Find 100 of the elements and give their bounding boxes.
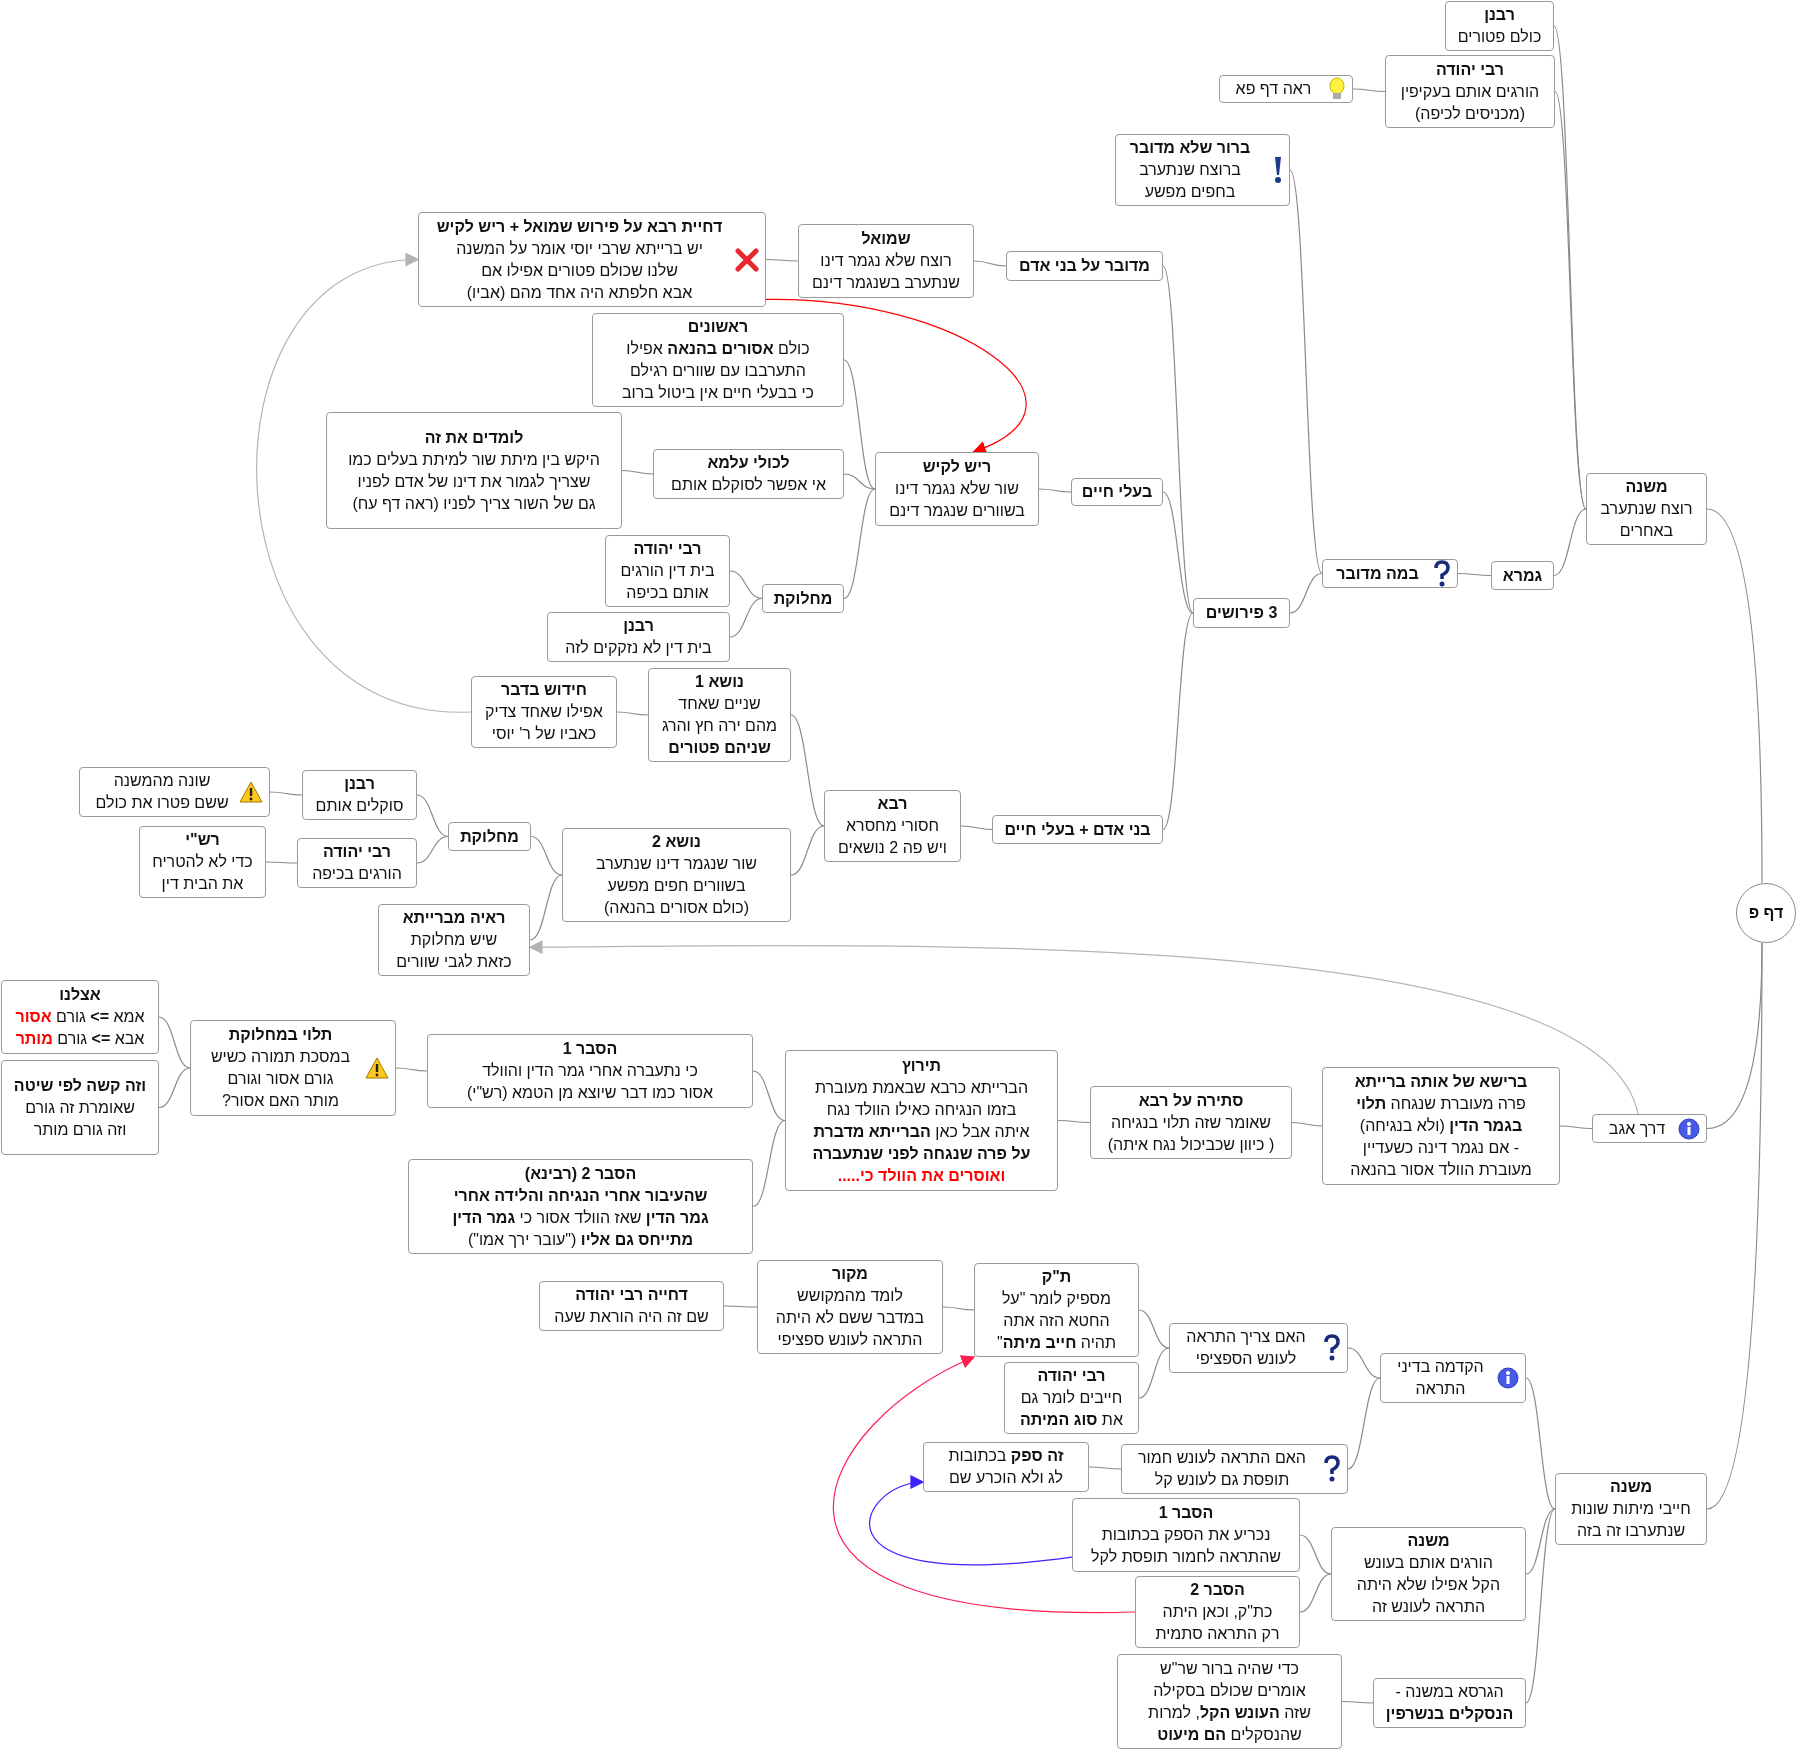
topic-heading: רבנן: [622, 616, 655, 636]
topic-box: [1, 1060, 159, 1155]
connector-line: [942, 1306, 975, 1311]
connector-line: [1706, 942, 1763, 1510]
topic-heading: 3 פירושים: [1204, 603, 1279, 623]
topic-heading: מחלוקת: [772, 588, 834, 609]
topic-box: [762, 584, 844, 613]
connector-line: [1525, 1508, 1556, 1704]
topic-heading: תירוץ: [900, 1055, 943, 1076]
topic-heading: רבי יהודה: [1036, 1366, 1107, 1386]
topic-text: שאומר שזה תלוי בנגיחה ( כיוון שכביכול נגח איתה): [1106, 1112, 1276, 1155]
topic-box: [1135, 1576, 1300, 1648]
topic-text: חסורי מחסרא ויש פה 2 נושאים: [837, 816, 948, 858]
topic-text: זה ספק בכתובות לג ולא הוכרע שם: [947, 1446, 1065, 1488]
topic-box: [1385, 55, 1555, 128]
topic-text: ראה דף פא: [1234, 79, 1313, 99]
connector-line: [1088, 1466, 1122, 1470]
topic-heading: דחיית רבא על פירוש שמואל + ריש לקיש: [435, 216, 724, 237]
topic-box: [974, 1263, 1139, 1357]
topic-heading: רבי יהודה: [321, 842, 393, 862]
topic-box: [1115, 134, 1290, 206]
connector-line: [1553, 25, 1587, 510]
topic-text: חייבי מיתות שונות שנתערבו זה בזה: [1570, 1499, 1692, 1541]
topic-heading: בני אדם + בעלי חיים: [1003, 819, 1152, 840]
topic-heading: לכולי עלמא: [706, 453, 791, 473]
connector-line: [960, 825, 993, 831]
topic-heading: מחלוקת: [459, 826, 520, 847]
topic-box: [408, 1159, 753, 1254]
topic-heading: רבנן: [343, 774, 376, 794]
topic-heading: רבנן: [1483, 5, 1516, 25]
connector-line: [843, 473, 876, 490]
topic-text: שונה מהמשנה ששם פטרו את כולם: [94, 771, 230, 813]
topic-box: [653, 449, 844, 499]
topic-box: [1373, 1678, 1526, 1728]
topic-text: בית דין הורגים אותם בכיפה: [619, 561, 716, 603]
connector-line: [723, 1305, 758, 1308]
connector-line: [973, 260, 1007, 267]
topic-text: פרה מעוברת שנגחה תלוי בגמר הדין (ולא בנגיחה) - אם נגמר דינה כשעדיין מעוברת הוולד אסור בהנאה: [1349, 1094, 1533, 1180]
topic-box: [1491, 561, 1554, 590]
topic-heading: חידוש בדבר: [499, 680, 588, 700]
topic-heading: הסבר 1: [561, 1039, 619, 1059]
topic-text: שניים שאחד מהם ירה חץ והרג שניהם פטורים: [660, 694, 779, 758]
topic-text: הורגים בכיפה: [311, 864, 403, 884]
highlighted-text: מותר: [15, 1030, 53, 1047]
topic-text: במסכת תמורה כשיש גורם אסור וגורם מותר האם אסור?: [209, 1047, 352, 1111]
topic-box: [1380, 1353, 1526, 1403]
topic-heading: ראיה מברייתא: [401, 908, 507, 928]
connector-line: [1457, 572, 1492, 577]
topic-box: [1121, 1444, 1348, 1494]
connector-line: [1525, 1508, 1556, 1575]
topic-box: [1193, 598, 1290, 628]
connector-line: [843, 488, 876, 600]
topic-box: [1586, 473, 1707, 545]
connector-line: [1162, 491, 1194, 614]
topic-heading: סתירה על רבא: [1137, 1090, 1245, 1111]
connector-line: [1553, 508, 1587, 577]
topic-text: אי אפשר לסוקלם אותם: [670, 475, 827, 495]
topic-box: [297, 838, 417, 888]
topic-heading: הסבר 2 (רבינא): [523, 1163, 638, 1184]
topic-heading: נושא 2: [651, 832, 702, 852]
topic-box: [648, 668, 791, 762]
topic-heading: משנה: [1406, 1531, 1451, 1551]
topic-box: [1006, 251, 1163, 281]
connector-line: [1706, 508, 1763, 884]
arrow: [528, 940, 1639, 1115]
topic-box: [1219, 75, 1353, 103]
topic-box: [378, 904, 530, 976]
connector-line: [1138, 1309, 1170, 1349]
topic-text: שור שלא נגמר דינו בשוורים שנגמר דינם: [888, 479, 1026, 521]
connector-line: [790, 714, 825, 827]
topic-text: בית דין לא נזקקים לזה: [564, 638, 713, 658]
topic-heading: בעלי חיים: [1080, 482, 1154, 502]
topic-box: [539, 1281, 724, 1331]
topic-box: [1445, 1, 1554, 51]
root-circle: [1736, 883, 1796, 943]
topic-box: [190, 1020, 396, 1116]
topic-text: שיש מחלוקת כזאת לגבי שוורים: [395, 930, 513, 972]
topic-heading: נושא 1: [694, 672, 745, 692]
topic-text: אבא => גורם: [57, 1030, 145, 1047]
connector-line: [1162, 612, 1194, 831]
topic-heading: הסבר 1: [1157, 1503, 1215, 1523]
topic-heading: שמואל: [860, 229, 912, 249]
topic-text: האם צריך התראה לעונש הספציפי: [1185, 1327, 1307, 1369]
topic-heading: תלוי במחלוקת: [227, 1025, 334, 1045]
topic-box: [992, 815, 1163, 844]
topic-box: [757, 1260, 943, 1354]
topic-box: [1555, 1473, 1707, 1545]
topic-text: הקדמה בדיני התראה: [1396, 1357, 1485, 1399]
connector-line: [1057, 1119, 1091, 1124]
topic-heading: מקור: [831, 1264, 869, 1284]
topic-box: [1592, 1114, 1707, 1143]
highlighted-text: אסור: [15, 1008, 52, 1025]
connector-line: [1038, 488, 1072, 493]
highlighted-text: ואוסרים את הוולד כי.....: [836, 1165, 1007, 1186]
topic-text: אמא => גורם: [56, 1008, 145, 1025]
topic-box: [562, 828, 791, 922]
topic-text: שם זה היה הוראת שעה: [553, 1307, 710, 1327]
topic-box: [79, 767, 270, 817]
topic-text: כי נתעברה אחרי גמר הדין והוולד אסור כמו דבר שיוצא מן הטמא (רש"י): [465, 1061, 715, 1103]
topic-box: [1072, 1498, 1300, 1572]
